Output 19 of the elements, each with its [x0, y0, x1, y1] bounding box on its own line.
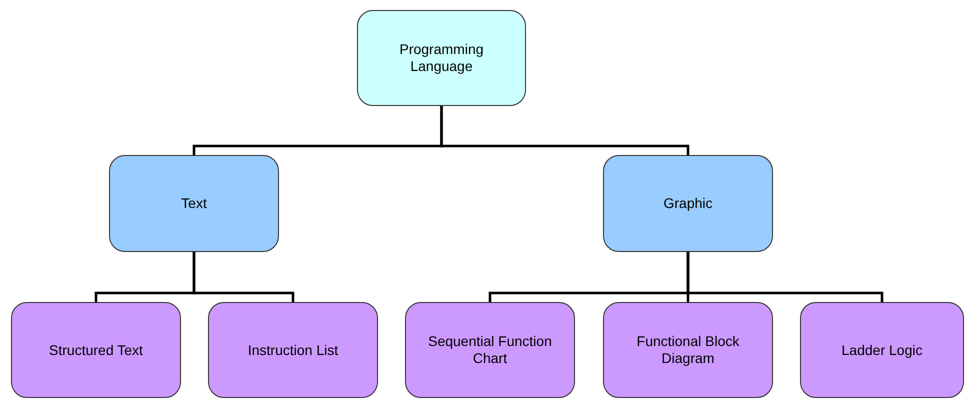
node-label: Structured Text	[49, 342, 143, 358]
node-label: Ladder Logic	[842, 342, 922, 358]
rounded-box	[11, 302, 181, 398]
node-label: Functional Block Diagram	[636, 333, 740, 367]
rounded-box	[603, 155, 773, 252]
node-label: Text	[181, 195, 207, 212]
connector-line	[686, 252, 884, 302]
node-label: Programming Language	[398, 41, 485, 75]
connector-line	[192, 252, 294, 302]
rounded-box	[800, 302, 964, 398]
node-label: Sequential Function Chart	[427, 333, 553, 367]
connector-line	[440, 106, 690, 155]
rounded-box	[109, 155, 279, 252]
node-label: Graphic	[663, 195, 713, 212]
rounded-box	[208, 302, 378, 398]
rounded-box	[357, 10, 526, 106]
rounded-box	[405, 302, 575, 398]
rounded-box	[603, 302, 773, 398]
node-label: Instruction List	[248, 342, 338, 358]
